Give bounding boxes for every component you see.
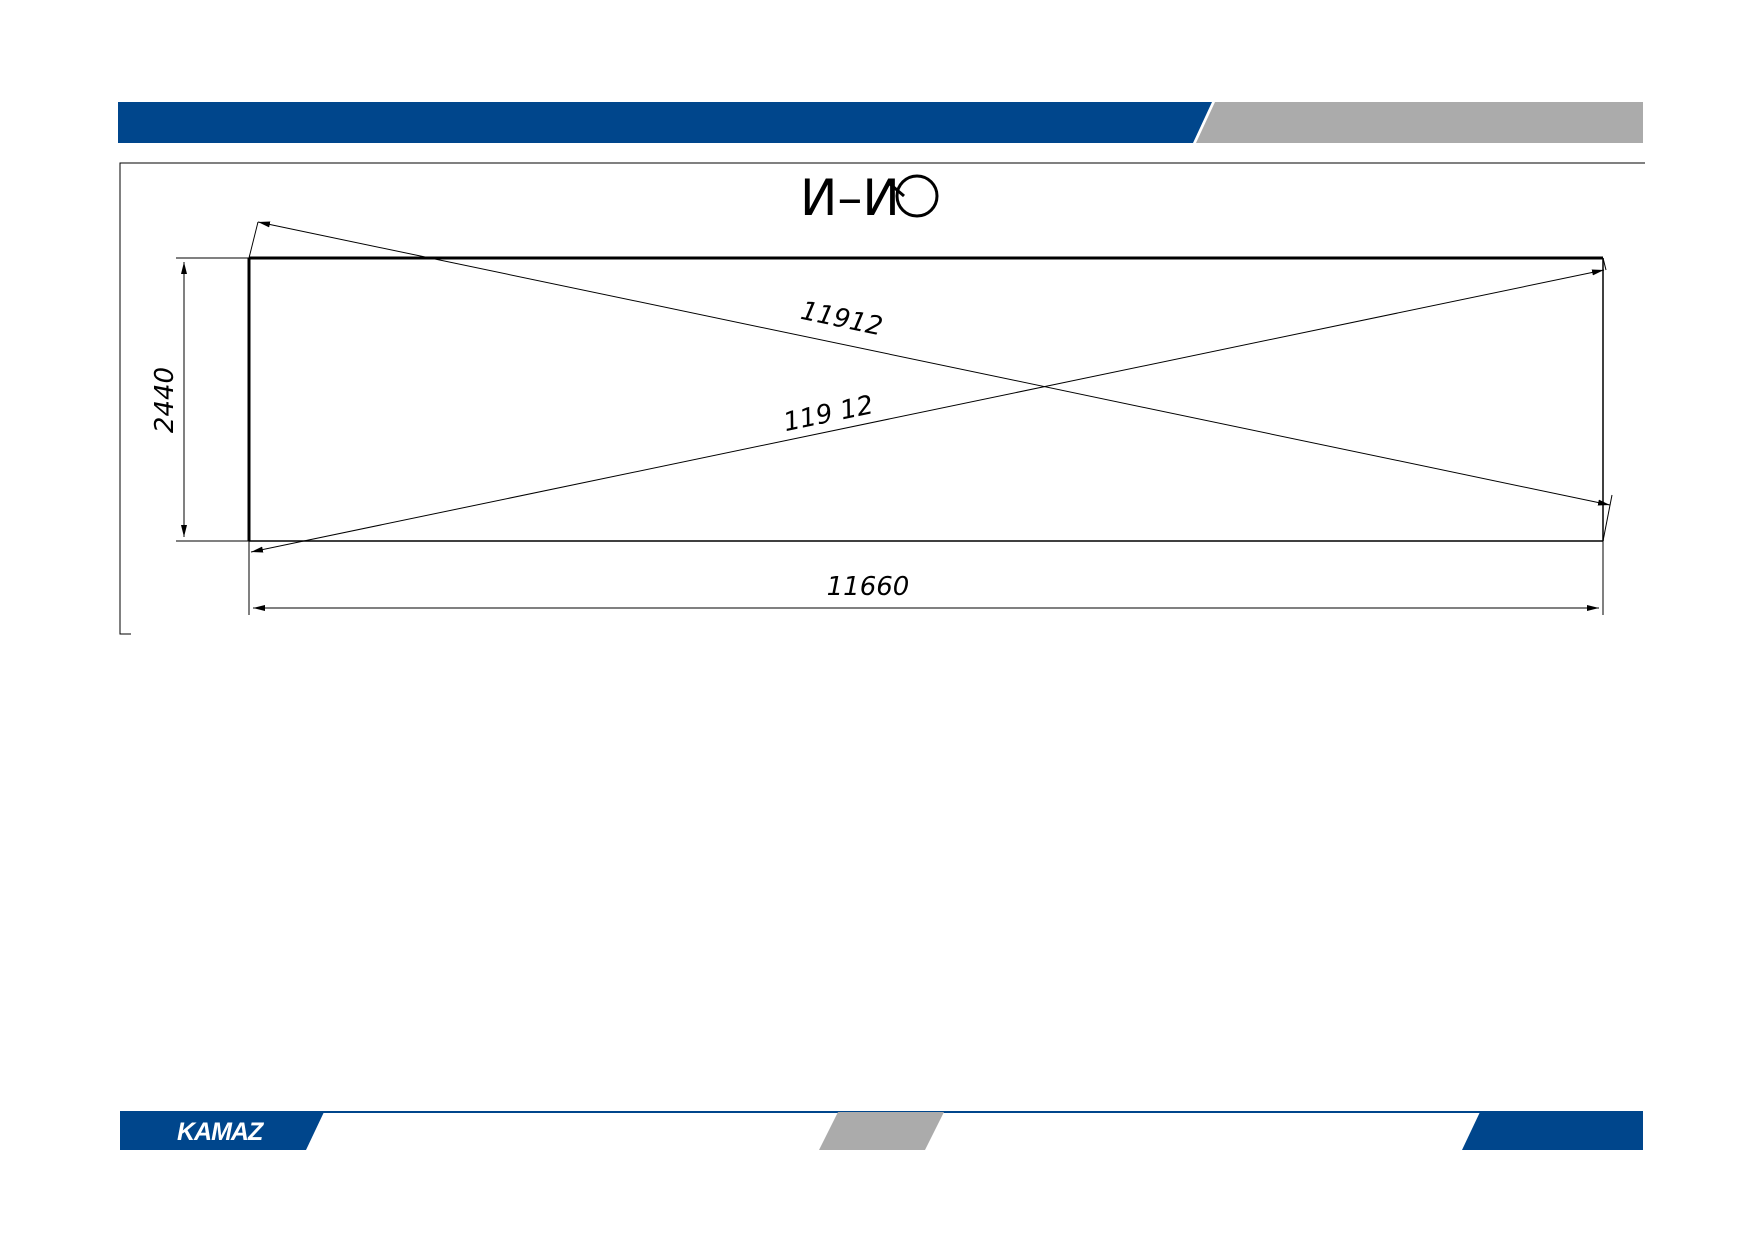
height-dimension: 2440 [150,257,249,542]
length-dimension: 11660 [248,541,1604,615]
drawing-frame [119,162,1645,635]
header-blue-bar [118,102,1212,143]
header-band [118,102,1643,143]
height-dimension-label: 2440 [150,367,180,433]
diagonal-dimension-1: 11912 [248,221,1613,542]
diagonal-dimension-2: 119 12 [248,257,1607,558]
container-outline [247,256,1604,542]
section-view-symbol-icon [889,174,939,218]
length-dimension-label: 11660 [827,572,910,602]
diagonal-dimension-1-label: 11912 [798,296,885,342]
section-title: И–И [800,169,900,227]
footer-band: KAMAZ [120,1111,1643,1150]
footer-grey-block [819,1112,944,1150]
header-grey-bar [1196,102,1643,143]
diagonal-dimension-2-label: 119 12 [781,390,876,438]
footer-logo-block [120,1112,324,1150]
footer-logo: KAMAZ [177,1118,265,1146]
footer-right-block [1462,1112,1643,1150]
